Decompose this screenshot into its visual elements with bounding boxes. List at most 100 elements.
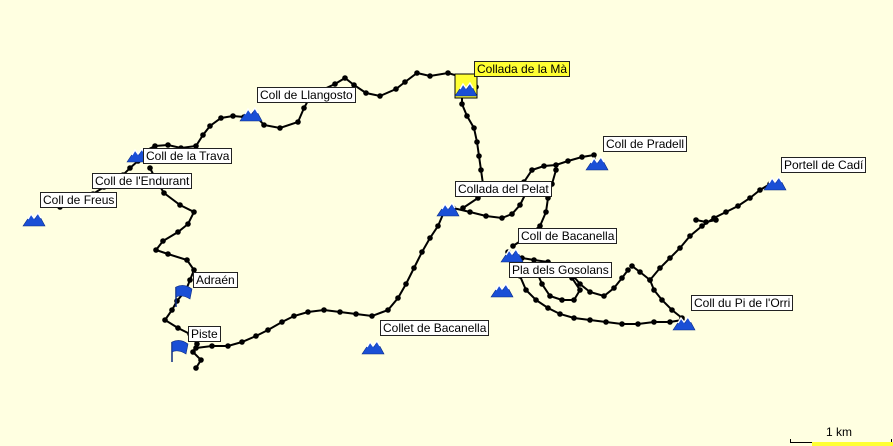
waypoint-label-portell-de-cadi[interactable]: Portell de Cadí: [781, 157, 867, 173]
track-point: [723, 209, 729, 215]
track-point: [547, 293, 553, 299]
track-point: [533, 297, 539, 303]
track-point: [476, 153, 482, 159]
waypoint-label-pla-dels-gosolans[interactable]: Pla dels Gosolans: [509, 262, 612, 278]
track-point: [193, 365, 199, 371]
track-point: [193, 345, 199, 351]
track-point: [657, 265, 663, 271]
track-point: [474, 139, 480, 145]
track-point: [693, 217, 699, 223]
track-point: [587, 317, 593, 323]
track-point: [539, 281, 545, 287]
track-point: [177, 202, 183, 208]
track-point: [471, 125, 477, 131]
track-point: [411, 265, 417, 271]
track-point: [337, 309, 343, 315]
track-point: [483, 213, 489, 219]
track-point: [185, 221, 191, 227]
track-point: [395, 295, 401, 301]
track-point: [198, 357, 204, 363]
flag-icon[interactable]: [171, 340, 189, 362]
track-point: [225, 343, 231, 349]
track-point: [291, 313, 297, 319]
track-point: [703, 219, 709, 225]
track-point: [757, 187, 763, 193]
track-point: [165, 251, 171, 257]
track-point: [571, 297, 577, 303]
track-point: [162, 317, 168, 323]
mountain-pass-icon[interactable]: [22, 211, 46, 227]
track-point: [577, 281, 583, 287]
track-point: [699, 223, 705, 229]
track-point: [545, 305, 551, 311]
waypoint-label-piste[interactable]: Piste: [188, 326, 221, 342]
track-point: [557, 311, 563, 317]
mountain-pass-icon[interactable]: [436, 201, 460, 217]
track-point: [377, 93, 383, 99]
track-point: [591, 152, 597, 158]
mountain-pass-icon[interactable]: [672, 315, 696, 331]
track-point: [427, 235, 433, 241]
track-point: [647, 277, 653, 283]
track-point: [191, 267, 197, 273]
track-point: [305, 309, 311, 315]
track-point: [419, 249, 425, 255]
flag-icon[interactable]: [175, 285, 193, 307]
track-point: [165, 142, 171, 148]
track-point: [571, 315, 577, 321]
track-point: [625, 267, 631, 273]
track-point: [669, 307, 675, 313]
track-point: [353, 311, 359, 317]
waypoint-label-collada-de-la-ma[interactable]: Collada de la Mà: [474, 61, 571, 77]
waypoint-label-collada-del-pelat[interactable]: Collada del Pelat: [455, 181, 552, 197]
track-point: [301, 105, 307, 111]
track-point: [363, 90, 369, 96]
track-point: [445, 70, 451, 76]
mountain-pass-icon[interactable]: [239, 106, 263, 122]
track-point: [531, 257, 537, 263]
waypoint-label-coll-de-lendurant[interactable]: Coll de l'Endurant: [92, 173, 193, 189]
track-point: [332, 81, 338, 87]
track-point: [279, 319, 285, 325]
waypoint-label-coll-de-llangosto[interactable]: Coll de Llangosto: [257, 87, 356, 103]
waypoint-label-coll-de-freus[interactable]: Coll de Freus: [40, 192, 118, 208]
waypoint-label-coll-du-pi-de-lorri[interactable]: Coll du Pi de l'Orri: [691, 295, 794, 311]
track-point: [175, 325, 181, 331]
track-point: [577, 287, 583, 293]
track-point: [402, 79, 408, 85]
waypoint-label-adraen[interactable]: Adraén: [193, 272, 238, 288]
track-point: [637, 269, 643, 275]
track-point: [565, 158, 571, 164]
track-point: [351, 82, 357, 88]
track-point: [464, 113, 470, 119]
track-point: [541, 163, 547, 169]
track-point: [517, 202, 523, 208]
track-point: [265, 327, 271, 333]
track-point: [523, 287, 529, 293]
mountain-pass-icon[interactable]: [500, 247, 524, 263]
track-point: [603, 319, 609, 325]
track-point: [193, 143, 199, 149]
waypoint-label-collet-de-bacanella[interactable]: Collet de Bacanella: [380, 320, 490, 336]
track-point: [169, 307, 175, 313]
track-point: [651, 319, 657, 325]
track-point: [403, 281, 409, 287]
track-point: [559, 297, 565, 303]
track-point: [253, 333, 259, 339]
waypoint-label-coll-de-bacanella[interactable]: Coll de Bacanella: [518, 228, 618, 244]
mountain-pass-icon[interactable]: [361, 339, 385, 355]
track-point: [414, 70, 420, 76]
track-point: [579, 154, 585, 160]
waypoint-label-coll-de-la-trava[interactable]: Coll de la Trava: [143, 148, 233, 164]
track-point: [342, 75, 348, 81]
track-point: [735, 203, 741, 209]
mountain-pass-icon[interactable]: [490, 282, 514, 298]
track-point: [651, 287, 657, 293]
mountain-pass-icon[interactable]: [585, 155, 609, 171]
mountain-pass-icon[interactable]: [763, 175, 787, 191]
mountain-pass-icon[interactable]: [454, 81, 478, 97]
track-point: [747, 195, 753, 201]
waypoint-label-coll-de-pradell[interactable]: Coll de Pradell: [603, 136, 688, 152]
